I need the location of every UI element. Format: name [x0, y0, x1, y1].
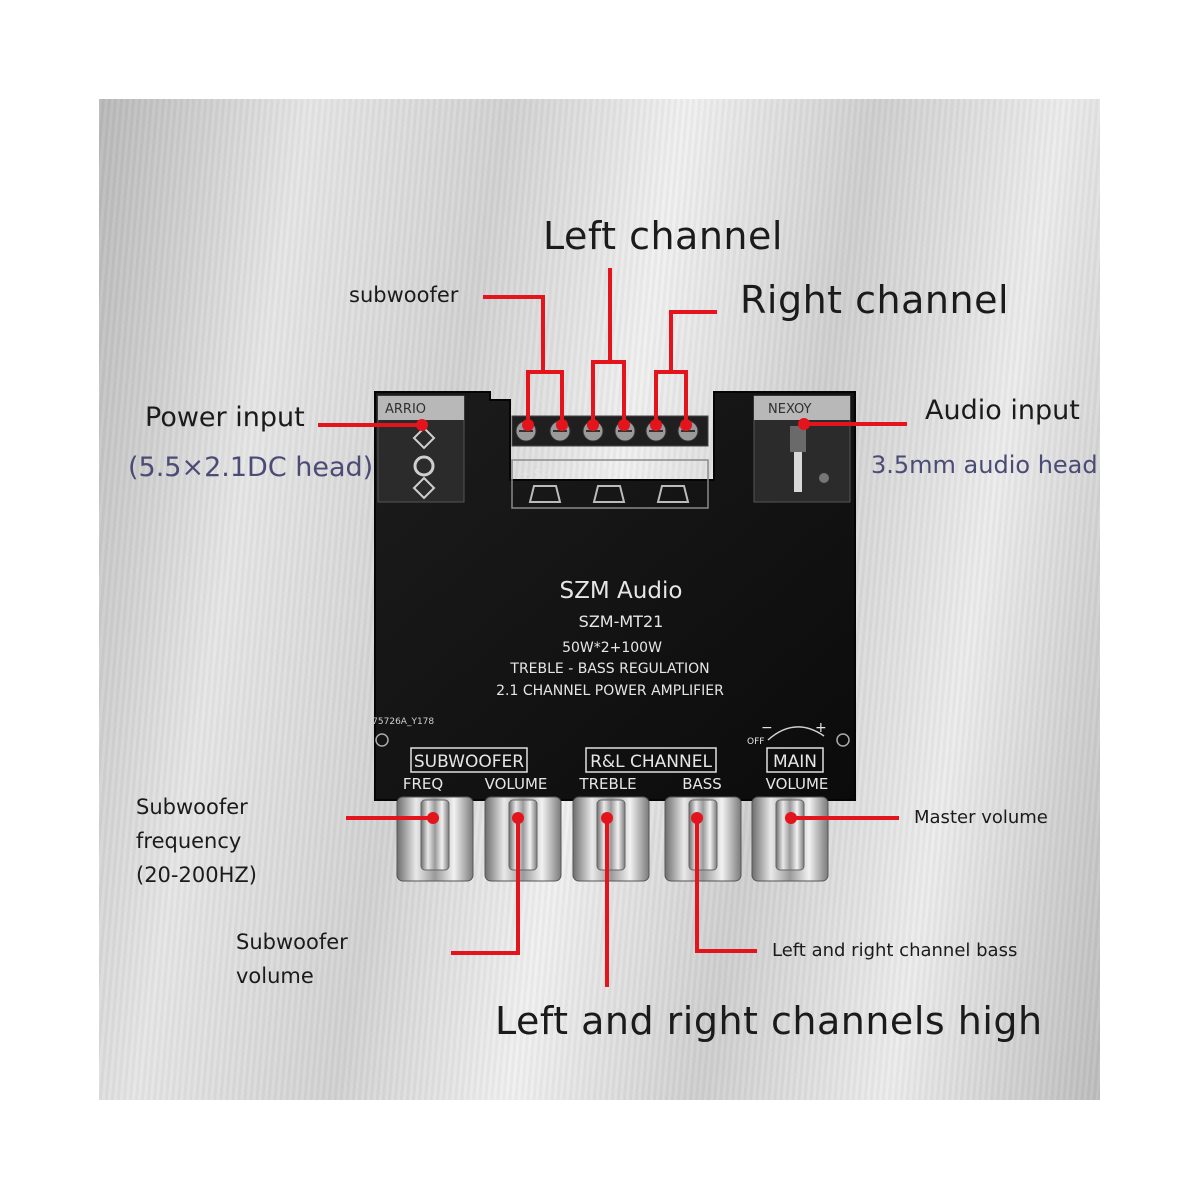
knob-sub-volume[interactable] [484, 796, 562, 882]
label-subwoofer-frequency-1: Subwoofer [136, 795, 248, 819]
callout-dot [680, 419, 692, 431]
callout-dot [522, 419, 534, 431]
callout-sub-volume [451, 816, 520, 955]
callout-dot [512, 812, 524, 824]
knob-label-freq: FREQ [403, 775, 443, 793]
callout-dot [691, 812, 703, 824]
plus-mark: + [815, 720, 827, 736]
audio-jack: NEXOY [753, 395, 851, 503]
callout-dot [618, 419, 630, 431]
off-mark: OFF [747, 737, 764, 747]
label-power-input: Power input [145, 402, 305, 433]
callout-dot [556, 419, 568, 431]
group-main: MAIN [773, 752, 817, 772]
label-subwoofer-volume-1: Subwoofer [236, 930, 348, 954]
label-right-channel: Right channel [740, 278, 1010, 322]
label-lr-high: Left and right channels high [495, 999, 1043, 1043]
knob-label-treble: TREBLE [578, 775, 636, 793]
group-rl-channel: R&L CHANNEL [590, 752, 712, 772]
callout-dot [601, 812, 613, 824]
label-audio-input: Audio input [925, 395, 1080, 426]
speaker-icon [528, 485, 562, 503]
callout-lr-bass [695, 816, 757, 953]
terminal-mark-s: + S - [520, 467, 550, 481]
label-lr-bass: Left and right channel bass [772, 940, 1018, 961]
label-subwoofer-frequency-3: (20-200HZ) [136, 863, 257, 887]
label-subwoofer-volume-2: volume [236, 964, 314, 988]
label-master-volume: Master volume [914, 807, 1048, 828]
speaker-icon [592, 485, 626, 503]
knob-label-volume-sub: VOLUME [485, 775, 548, 793]
callout-subwoofer [483, 295, 564, 427]
label-subwoofer-frequency-2: frequency [136, 829, 242, 853]
knob-treble[interactable] [572, 796, 650, 882]
power-jack: ARRIO [377, 395, 465, 503]
knob-main-volume[interactable] [751, 796, 829, 882]
board-feature-2: 2.1 CHANNEL POWER AMPLIFIER [496, 683, 724, 699]
board-feature-1: TREBLE - BASS REGULATION [509, 661, 709, 677]
callout-dot [650, 419, 662, 431]
knob-label-volume-main: VOLUME [766, 775, 829, 793]
board-model: SZM-MT21 [579, 612, 664, 631]
terminal-mark-l: + L - [588, 467, 617, 481]
group-subwoofer: SUBWOOFER [414, 752, 524, 772]
callout-right-channel [654, 310, 717, 427]
board-brand: SZM Audio [560, 578, 683, 604]
minus-mark: − [761, 720, 773, 736]
board-serial: B75726A_Y178 [366, 717, 434, 727]
callout-dot [587, 419, 599, 431]
callout-left-channel [591, 268, 626, 427]
callout-dot [416, 419, 428, 431]
knob-bass[interactable] [664, 796, 742, 882]
callout-dot [427, 812, 439, 824]
label-left-channel: Left channel [543, 214, 783, 258]
board-power: 50W*2+100W [562, 640, 662, 656]
knob-label-bass: BASS [682, 775, 722, 793]
knob-freq[interactable] [396, 796, 474, 882]
label-subwoofer: subwoofer [349, 283, 459, 307]
label-audio-input-sub: 3.5mm audio head [871, 451, 1098, 479]
callout-dot [785, 812, 797, 824]
power-jack-marking: ARRIO [385, 402, 426, 417]
terminal-mark-r: + R - [654, 467, 684, 481]
label-power-input-sub: (5.5×2.1DC head) [128, 452, 374, 483]
callout-dot [798, 418, 810, 430]
speaker-icon [656, 485, 690, 503]
knob-row [396, 796, 829, 882]
audio-jack-marking: NEXOY [768, 402, 812, 417]
